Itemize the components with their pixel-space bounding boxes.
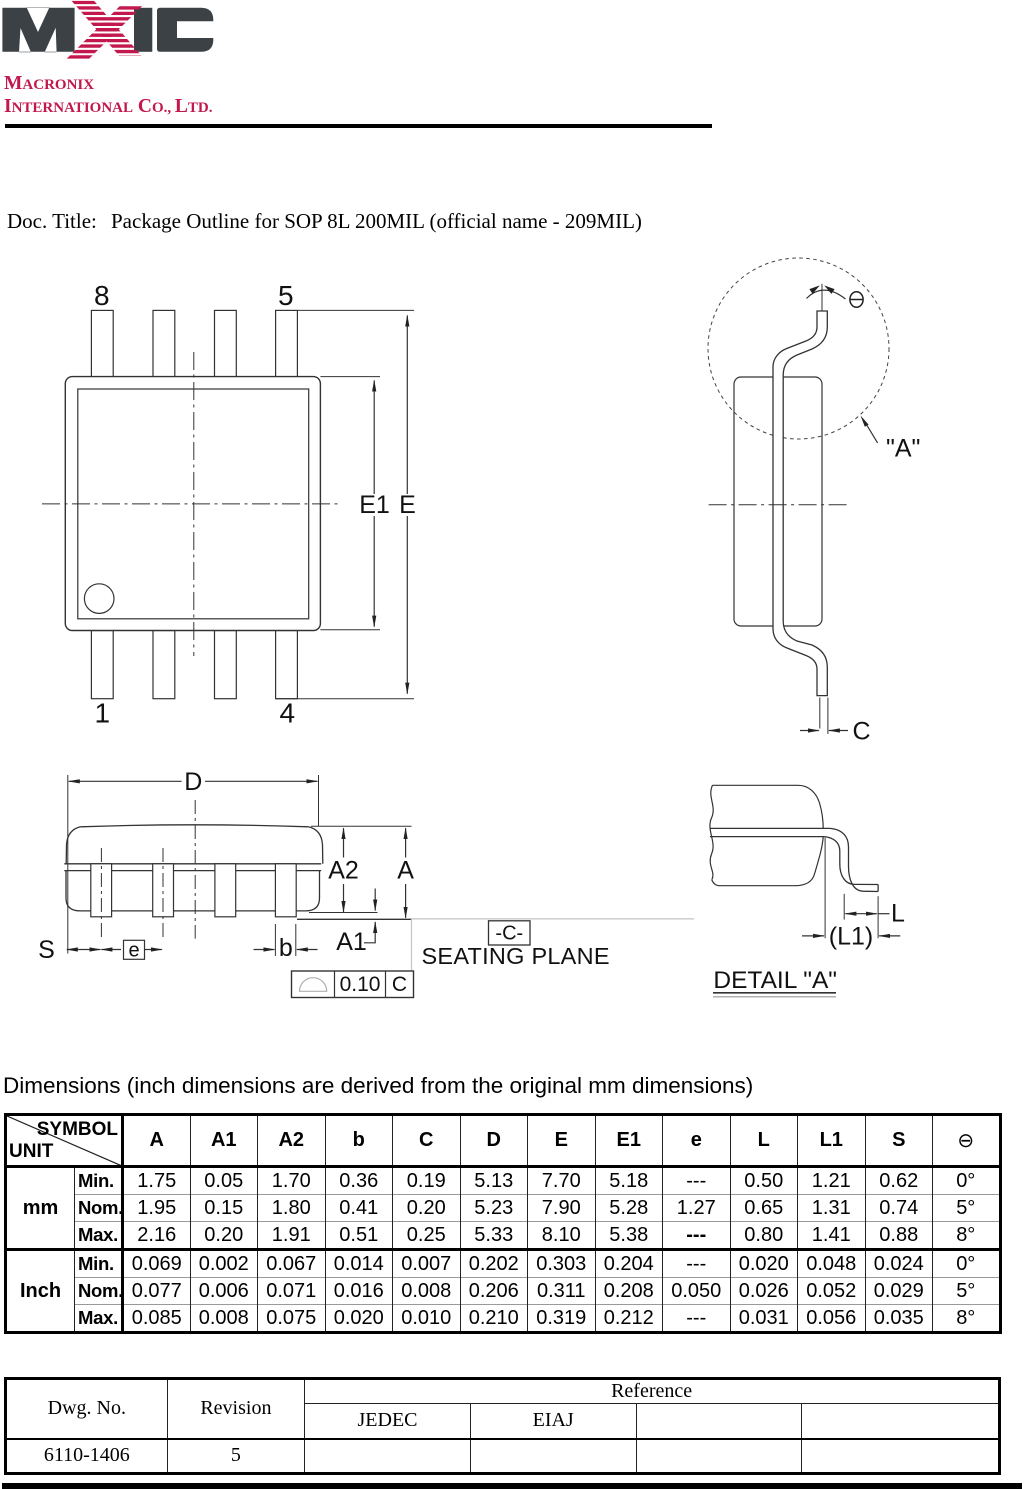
svg-text:0.10: 0.10 (340, 973, 381, 996)
svg-text:8: 8 (94, 280, 110, 311)
svg-text:SEATING PLANE: SEATING PLANE (422, 943, 610, 969)
svg-text:A1: A1 (336, 928, 367, 956)
svg-text:D: D (184, 768, 202, 796)
svg-text:DETAIL "A": DETAIL "A" (713, 967, 837, 994)
svg-text:b: b (279, 934, 293, 962)
svg-text:(L1): (L1) (829, 923, 873, 951)
svg-text:A2: A2 (328, 857, 359, 885)
svg-text:L: L (891, 900, 905, 928)
svg-text:E1: E1 (359, 491, 390, 519)
svg-text:C: C (392, 973, 407, 996)
svg-text:1: 1 (95, 698, 111, 729)
svg-text:C: C (853, 718, 871, 746)
svg-text:S: S (38, 936, 55, 964)
svg-text:e: e (128, 940, 139, 962)
svg-text:A: A (397, 857, 414, 885)
svg-text:E: E (399, 491, 416, 519)
svg-text:"A": "A" (886, 435, 920, 463)
svg-text:5: 5 (278, 280, 294, 311)
svg-text:-C-: -C- (495, 923, 523, 945)
svg-text:4: 4 (280, 698, 296, 729)
